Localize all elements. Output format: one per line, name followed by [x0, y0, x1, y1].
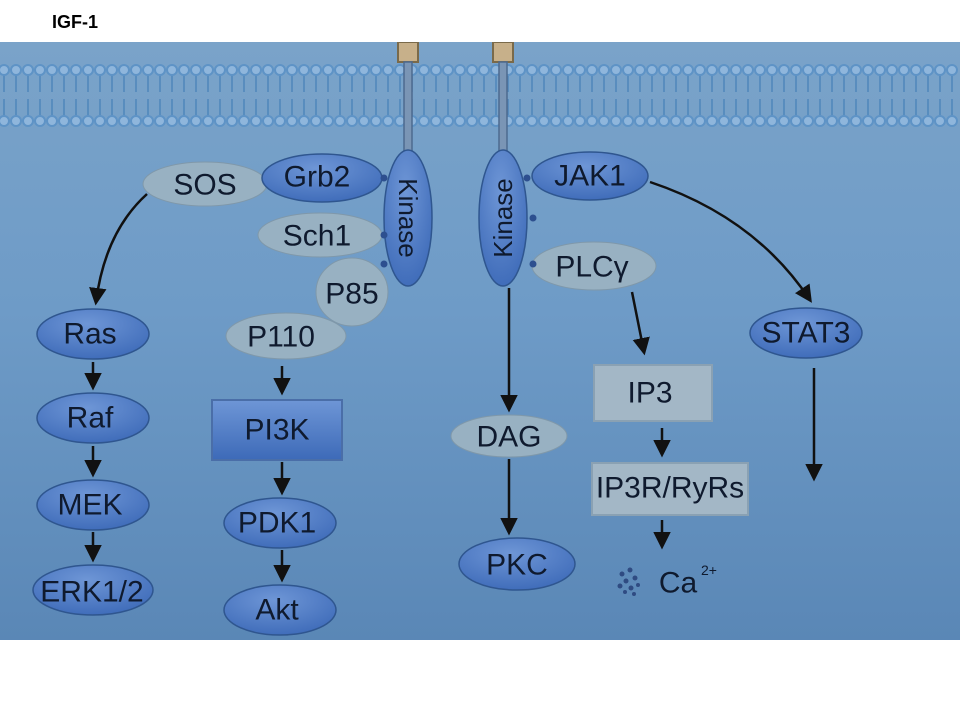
pi3k-box — [211, 399, 343, 461]
dag-label: DAG — [476, 421, 541, 454]
calcium-ions-icon — [617, 567, 640, 596]
sos-label: SOS — [173, 169, 236, 202]
pkc-label: PKC — [486, 549, 548, 582]
p85-label: P85 — [325, 278, 378, 311]
calcium-label: Ca — [659, 567, 698, 600]
igf1-signaling-diagram: SOS Grb2 Sch1 P85 P110 Ras Raf MEK ERK1/… — [0, 42, 960, 640]
pdk1-label: PDK1 — [238, 507, 316, 540]
mek-node — [36, 479, 150, 531]
dag-node — [450, 414, 568, 458]
p85-node — [315, 257, 389, 327]
raf-label: Raf — [67, 402, 114, 435]
kinase-right-node — [478, 149, 528, 287]
akt-node — [223, 584, 337, 636]
ras-node — [36, 308, 150, 360]
p110-label: P110 — [247, 321, 315, 354]
pkc-node — [458, 537, 576, 591]
jak1-label: JAK1 — [554, 160, 626, 193]
erk-node — [32, 564, 154, 616]
plcg-label: PLCγ — [555, 251, 628, 284]
kinase-left-node — [383, 149, 433, 287]
ip3r-label: IP3R/RyRs — [596, 472, 744, 505]
phospho-sites — [380, 174, 537, 268]
erk-label: ERK1/2 — [40, 576, 143, 609]
receptor-left — [397, 42, 419, 163]
calcium-charge-label: 2+ — [701, 562, 717, 578]
pathway-arrows — [84, 180, 823, 583]
mek-label: MEK — [57, 489, 122, 522]
ip3-box — [593, 364, 713, 422]
raf-node — [36, 392, 150, 444]
ras-label: Ras — [63, 318, 116, 351]
jak1-node — [531, 151, 649, 201]
sch1-label: Sch1 — [283, 220, 351, 253]
figure-title: IGF-1 — [52, 12, 99, 32]
ip3r-box — [591, 462, 749, 516]
pi3k-label: PI3K — [244, 414, 309, 447]
kinase-left-label: Kinase — [393, 178, 423, 258]
stat3-node — [749, 307, 863, 359]
ip3-label: IP3 — [627, 377, 672, 410]
akt-label: Akt — [255, 594, 299, 627]
kinase-right-label: Kinase — [488, 178, 518, 258]
p110-node — [225, 312, 347, 360]
stat3-label: STAT3 — [762, 317, 851, 350]
pdk1-node — [223, 497, 337, 549]
grb2-label: Grb2 — [284, 161, 351, 194]
